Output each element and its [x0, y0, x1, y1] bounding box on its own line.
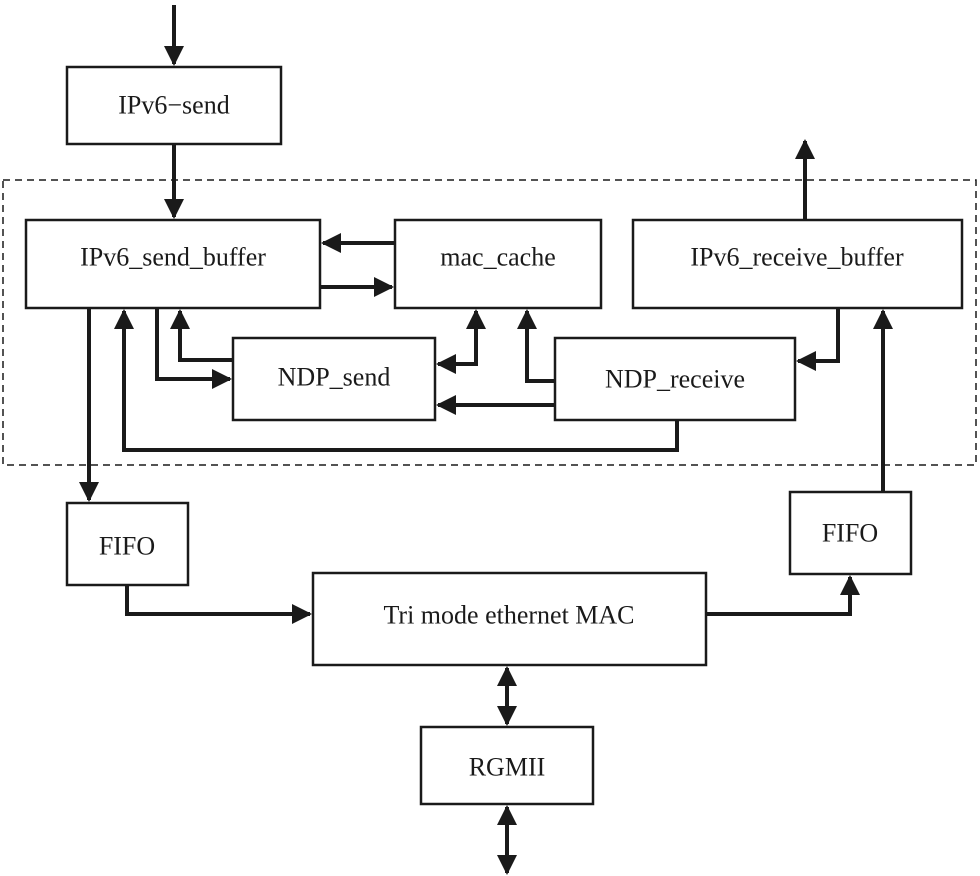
send-buffer-to-ndp-send-arrow	[155, 308, 232, 389]
ndp-mac-cache-bidirectional-arrow	[436, 309, 486, 374]
fifo-tx-to-mac-arrow	[125, 585, 312, 624]
mac-to-fifo-rx-arrow	[706, 575, 860, 616]
ndp-send-to-send-buffer-arrow	[170, 309, 233, 362]
mac-cache-block: mac_cache	[393, 218, 603, 310]
ipv6-receive-buffer-block: IPv6_receive_buffer	[631, 218, 964, 310]
rgmii-block: RGMII	[419, 725, 595, 806]
ndp-receive-block: NDP_receive	[553, 336, 797, 422]
ndp-receive-to-mac-cache-arrow	[517, 309, 555, 383]
ipv6-send-buffer-label: IPv6_send_buffer	[80, 243, 266, 272]
ipv6-send-label: IPv6−send	[118, 91, 229, 120]
tri-mode-mac-label: Tri mode ethernet MAC	[383, 601, 634, 630]
ipv6-receive-buffer-label: IPv6_receive_buffer	[690, 243, 904, 272]
receive-buffer-to-ndp-receive-arrow	[796, 308, 840, 371]
fifo-rx-label: FIFO	[822, 519, 878, 548]
module-boundary	[2, 179, 977, 466]
ndp-send-block: NDP_send	[231, 336, 437, 422]
ndp-receive-to-send-buffer-arrow	[114, 309, 679, 452]
ndp-receive-label: NDP_receive	[605, 365, 745, 394]
fifo-tx-block: FIFO	[65, 501, 190, 587]
ipv6-send-block: IPv6−send	[65, 65, 283, 146]
ndp-send-label: NDP_send	[278, 363, 391, 392]
tri-mode-mac-block: Tri mode ethernet MAC	[311, 571, 708, 667]
rgmii-label: RGMII	[469, 753, 546, 782]
mac-cache-label: mac_cache	[440, 243, 555, 272]
fifo-tx-label: FIFO	[99, 532, 155, 561]
ipv6-send-buffer-block: IPv6_send_buffer	[24, 218, 322, 310]
fifo-rx-block: FIFO	[788, 490, 913, 576]
